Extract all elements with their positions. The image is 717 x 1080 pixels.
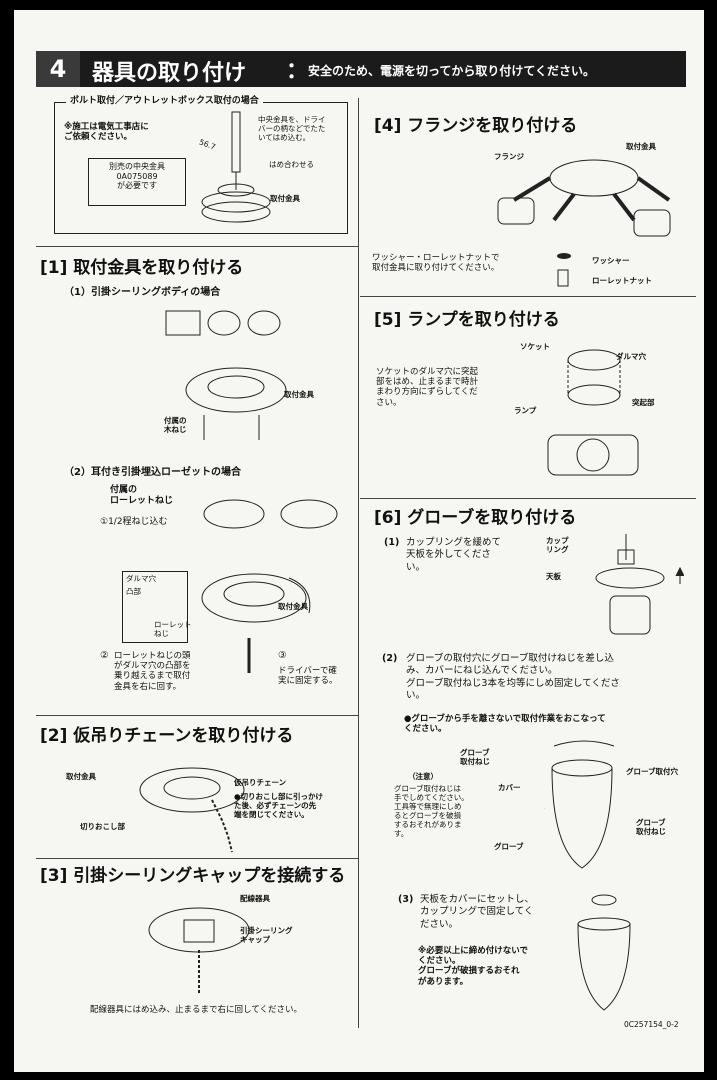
step3-number: ③ [278, 650, 287, 661]
step1-title: [1] 取付金具を取り付ける [40, 258, 244, 278]
bolt-mount-illustration [201, 111, 271, 223]
ceiling-body-illustration [165, 310, 287, 440]
safety-note: 安全のため、電源を切ってから取り付けてください。 [308, 64, 596, 78]
convex-label: 凸部 [126, 587, 141, 596]
lamp-illustration [547, 349, 639, 476]
half-screw-step: ①1/2程ねじ込む [100, 517, 168, 527]
plate-illustration [595, 534, 684, 635]
step4-bracket-label: 取付金具 [626, 142, 656, 151]
coupling-label: カップ リング [546, 536, 569, 554]
section-banner: 4 器具の取り付け ： 安全のため、電源を切ってから取り付けてください。 [36, 51, 686, 87]
wiring-device-label: 配線器具 [240, 894, 270, 903]
step5-daruma-label: ダルマ穴 [616, 352, 646, 361]
ceiling-cap-label: 引掛シーリング キャップ [240, 926, 293, 944]
step4-title: [4] フランジを取り付ける [374, 116, 578, 136]
step5-title: [5] ランプを取り付ける [374, 310, 560, 330]
step2-title: [2] 仮吊りチェーンを取り付ける [40, 726, 294, 746]
bolt-bracket-label: 取付金具 [270, 194, 300, 203]
globe-label: グローブ [494, 842, 524, 851]
caution-title: （注意） [408, 772, 438, 781]
electrician-warning: ※施工は電気工事店に ご依頼ください。 [64, 122, 149, 143]
step6-2-number: (2) [382, 653, 398, 664]
step6-title: [6] グローブを取り付ける [374, 508, 577, 528]
divider [36, 246, 358, 247]
step1-case2: （2）耳付き引掛埋込ローゼットの場合 [64, 467, 241, 478]
globe-screw2-label: グローブ 取付ねじ [636, 818, 666, 836]
flange-label: フランジ [494, 152, 524, 161]
step2-number: ② [100, 650, 109, 661]
step1-bracket2-label: 取付金具 [278, 602, 308, 611]
plate-label: 天板 [546, 572, 561, 581]
sold-separately-box [88, 158, 186, 206]
step5-note: ソケットのダルマ穴に突起 部をはめ、止まるまで時計 まわり方向にずらしてくだ さ… [376, 367, 479, 408]
column-divider [358, 98, 359, 1028]
bolt-box-title: ボルト取付／アウトレットボックス取付の場合 [66, 96, 263, 108]
lamp-label: ランプ [514, 406, 537, 415]
step6-2-text: グローブの取付穴にグローブ取付けねじを差し込 み、カバーにねじ込んでください。 … [406, 653, 620, 702]
fit-note: はめ合わせる [269, 160, 314, 169]
step6-1-number: (1) [384, 537, 400, 548]
step3-title: [3] 引掛シーリングキャップを接続する [40, 866, 346, 886]
step1-bracket-label: 取付金具 [284, 390, 314, 399]
protrusion-label: 突起部 [632, 398, 655, 407]
wood-screw-label: 付属の 木ねじ [164, 416, 187, 434]
rotate-instruction: ローレットねじの頭 がダルマ穴の凸部を 乗り越えるまで取付 金具を右に回す。 [114, 651, 191, 692]
flange-illustration [497, 159, 671, 237]
document-code: 0C257154_0-2 [624, 1020, 679, 1029]
cover-label: カバー [498, 783, 521, 792]
step3-note: 配線器具にはめ込み、止まるまで右に回してください。 [90, 1005, 302, 1015]
section-colon: ： [286, 59, 309, 84]
instruction-sheet: 4 器具の取り付け ： 安全のため、電源を切ってから取り付けてください。 ボルト… [14, 10, 704, 1072]
step2-bracket-label: 取付金具 [66, 772, 96, 781]
caution-text: グローブ取付ねじは 手でしめてください。 工具等で無理にしめ るとグローブを破損… [394, 784, 469, 838]
globe-final-illustration [577, 894, 631, 1011]
detail-box [122, 571, 188, 643]
cutout-label: 切りおこし部 [80, 822, 125, 831]
section-title: 器具の取り付け [92, 61, 247, 86]
step6-3-text: 天板をカバーにセットし、 カップリングで固定してく ださい。 [420, 894, 535, 930]
divider [36, 715, 358, 716]
globe-screw-label: グローブ 取付ねじ [460, 748, 490, 766]
globe-hole-label: グローブ取付穴 [626, 767, 679, 776]
driver-fix-instruction: ドライバーで確 実に固定する。 [278, 666, 338, 687]
step6-3-number: (3) [398, 894, 414, 905]
chain-note: ●切りおこし部に引っかけ た後、必ずチェーンの先 端を閉じてください。 [234, 792, 324, 819]
nut-label: ローレットナット [592, 276, 652, 285]
divider [360, 296, 696, 297]
globe-illustration [544, 740, 615, 869]
sold-separately-note: 別売の中央金具 0A075089 が必要です [109, 162, 165, 191]
rosette-illustration [201, 499, 338, 673]
washer-nut-icon [557, 253, 571, 287]
divider [36, 858, 358, 859]
driver-note: 中央金具を、ドライ バーの柄などでたた いてはめ込む。 [258, 115, 326, 142]
knurled-screw-label: 付属の ローレットねじ [110, 485, 174, 507]
step1-case1: （1）引掛シーリングボディの場合 [64, 287, 221, 298]
divider [360, 498, 696, 499]
chain-label: 仮吊りチェーン [234, 778, 287, 787]
step6-2-warning: ●グローブから手を離さないで取付作業をおこなって ください。 [404, 714, 606, 735]
section-number: 4 [36, 51, 80, 87]
chain-illustration [139, 767, 245, 853]
ceiling-cap-illustration [148, 907, 250, 995]
step6-3-warning: ※必要以上に締め付けないで ください。 グローブが破損するおそれ があります。 [418, 946, 529, 987]
step4-note: ワッシャー・ローレットナットで 取付金具に取り付けてください。 [372, 253, 500, 274]
knurled-small-label: ローレット ねじ [154, 620, 192, 638]
washer-label: ワッシャー [592, 256, 630, 265]
daruma-label: ダルマ穴 [126, 574, 156, 583]
step6-1-text: カップリングを緩めて 天板を外してくださ い。 [406, 537, 502, 573]
socket-label: ソケット [520, 342, 550, 351]
